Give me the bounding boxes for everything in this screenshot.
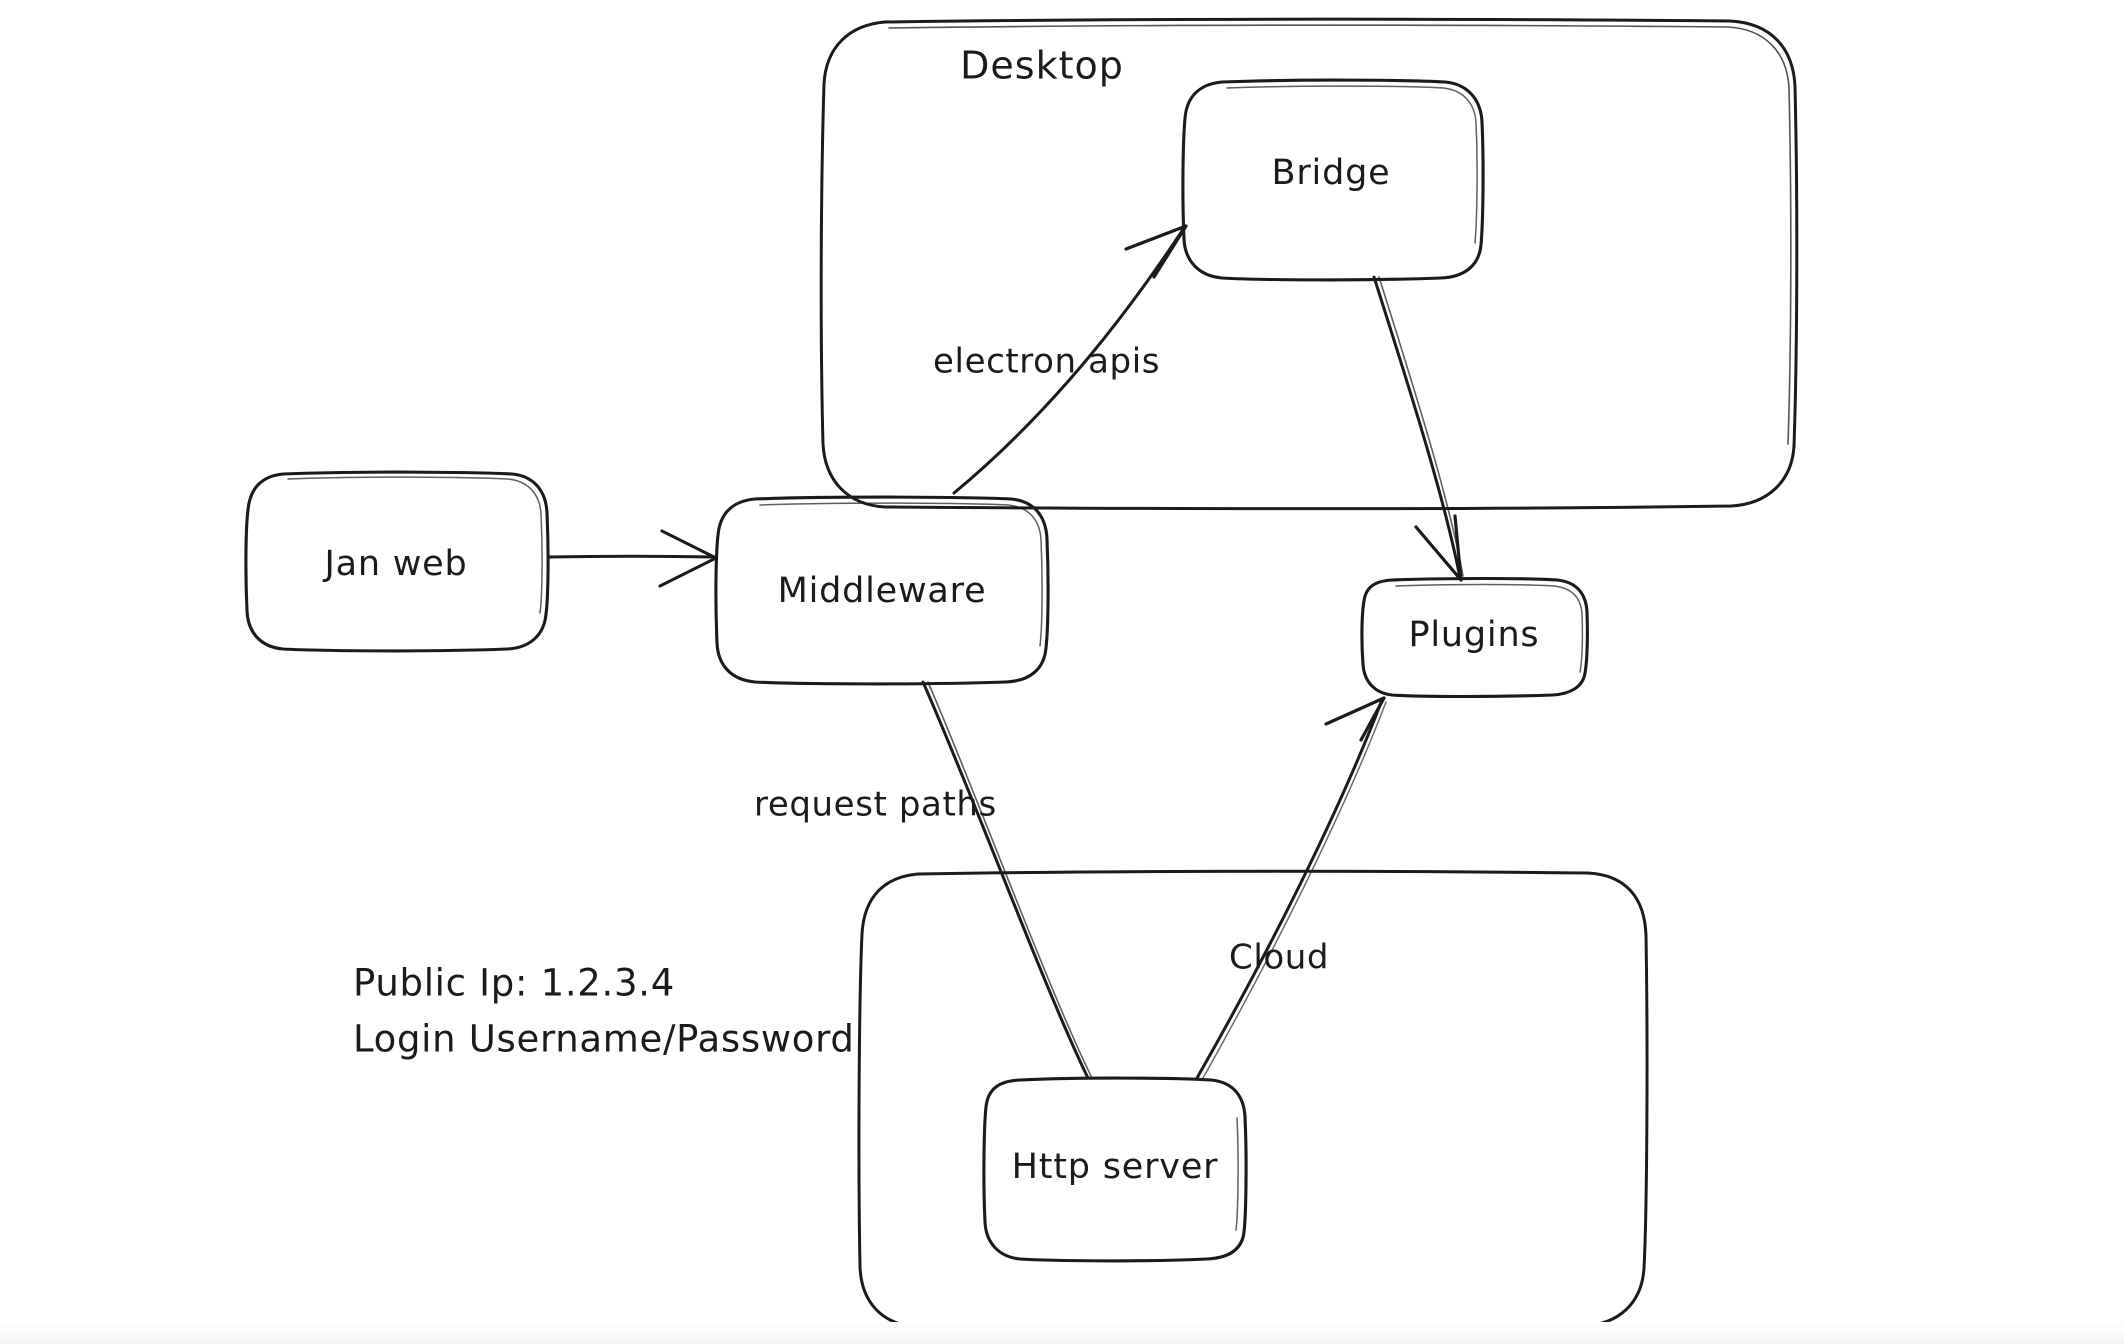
edge-middleware-to-http-server[interactable]: request paths <box>754 680 1092 1080</box>
plugins-label: Plugins <box>1409 615 1540 655</box>
node-plugins[interactable]: Plugins <box>1360 576 1589 699</box>
electron-apis-edge-label: electron apis <box>933 342 1160 382</box>
login-credentials-note-line: Login Username/Password <box>353 1018 855 1061</box>
request-paths-edge-label: request paths <box>754 785 997 825</box>
edge-http-server-to-plugins[interactable] <box>1195 696 1387 1080</box>
cloud-container-title: Cloud <box>1229 938 1329 978</box>
edge-middleware-http-line-echo <box>927 681 1092 1077</box>
desktop-container-outline-echo <box>888 24 1792 445</box>
middleware-label: Middleware <box>778 571 987 611</box>
container-desktop[interactable]: Desktop <box>819 17 1799 511</box>
bridge-label: Bridge <box>1272 153 1391 193</box>
http-server-label: Http server <box>1012 1147 1219 1187</box>
edge-bridge-plugins-arrowhead <box>1414 514 1463 582</box>
middleware-box-outline-echo <box>759 502 1043 647</box>
jan-web-box-outline <box>244 470 550 653</box>
edge-jan-web-to-middleware[interactable] <box>547 529 718 588</box>
connection-info-note: Public Ip: 1.2.3.4 Login Username/Passwo… <box>353 962 855 1061</box>
bridge-box-outline <box>1181 78 1485 282</box>
edge-middleware-to-bridge[interactable]: electron apis <box>933 224 1188 495</box>
edge-middleware-http-line <box>921 680 1090 1080</box>
edge-bridge-to-plugins[interactable] <box>1372 275 1464 582</box>
node-jan-web[interactable]: Jan web <box>244 470 550 653</box>
container-cloud[interactable]: Cloud <box>857 869 1649 1331</box>
public-ip-note-line: Public Ip: 1.2.3.4 <box>353 962 675 1005</box>
edge-middleware-bridge-line <box>952 226 1186 495</box>
edge-http-plugins-line <box>1195 698 1384 1080</box>
node-http-server[interactable]: Http server <box>982 1076 1248 1263</box>
bottom-edge-band <box>0 1322 2124 1344</box>
desktop-container-outline <box>819 17 1799 511</box>
desktop-container-title: Desktop <box>960 44 1124 88</box>
node-middleware[interactable]: Middleware <box>714 495 1050 686</box>
jan-web-box-outline-echo <box>287 476 543 614</box>
edge-janweb-middleware-line <box>547 554 717 559</box>
edge-middleware-bridge-arrowhead <box>1124 224 1188 279</box>
edge-http-plugins-line-echo <box>1202 701 1387 1079</box>
bridge-box-outline-echo <box>1226 85 1478 244</box>
node-bridge[interactable]: Bridge <box>1181 78 1485 282</box>
http-server-box-outline-echo <box>1235 1117 1239 1231</box>
edge-janweb-middleware-arrowhead <box>658 529 718 588</box>
plugins-box-outline-echo <box>1395 583 1584 673</box>
edge-bridge-plugins-line <box>1372 275 1462 580</box>
edge-http-plugins-arrowhead <box>1324 696 1386 742</box>
middleware-box-outline <box>714 495 1050 686</box>
jan-web-label: Jan web <box>322 544 467 584</box>
http-server-box-outline <box>982 1076 1248 1263</box>
plugins-box-outline <box>1360 576 1589 699</box>
